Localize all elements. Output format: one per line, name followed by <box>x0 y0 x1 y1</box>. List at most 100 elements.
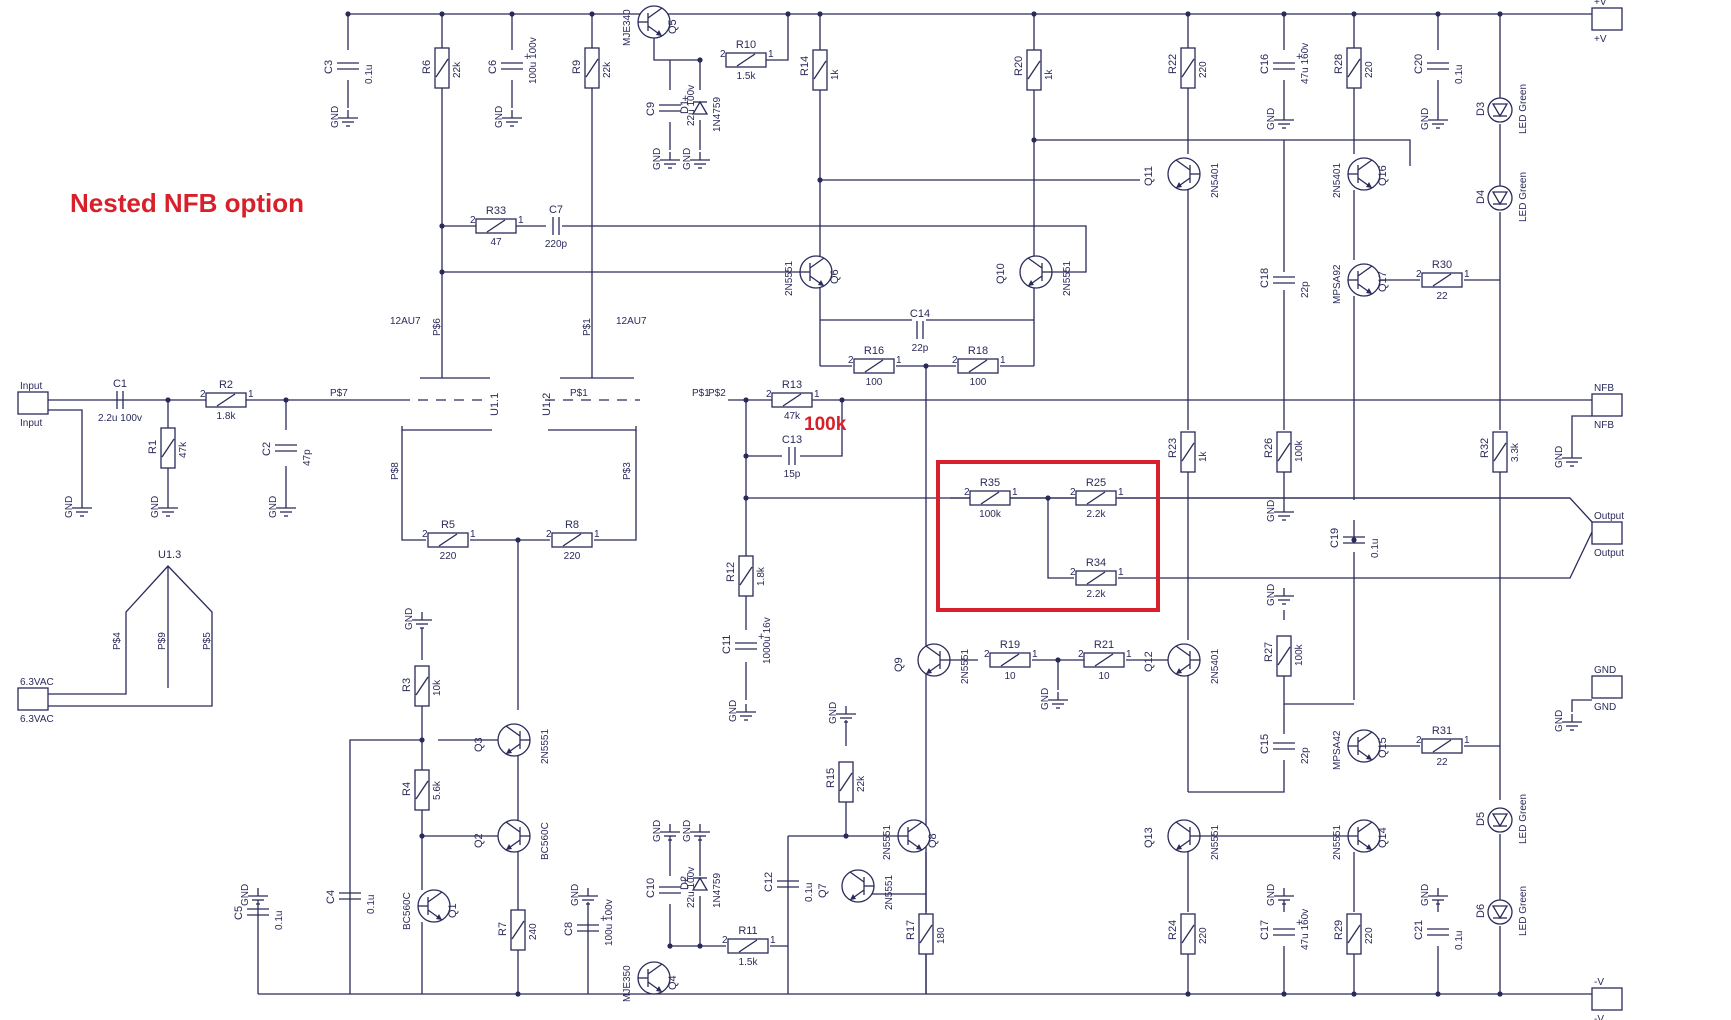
pin-number: 1 <box>594 529 600 540</box>
junction-dot <box>1351 11 1357 17</box>
transistor-part: MJE350 <box>622 965 633 1002</box>
tube-label: U1.1 <box>489 393 501 416</box>
capacitor-ref: C20 <box>1413 54 1425 74</box>
capacitor-c3 <box>337 62 359 70</box>
ground-symbol <box>578 888 598 905</box>
diode-ref: D6 <box>1475 904 1487 918</box>
transistor-q14 <box>1347 819 1381 853</box>
junction-dot <box>667 943 673 949</box>
pin-number: 2 <box>720 49 726 60</box>
diode-part: LED Green <box>1518 794 1529 844</box>
pin-number: 2 <box>952 355 958 366</box>
resistor-mark <box>486 219 506 233</box>
capacitor-ref: C7 <box>549 204 563 216</box>
resistor-r16 <box>853 358 895 374</box>
transistor-ref: Q7 <box>817 883 829 898</box>
resistor-mark <box>782 393 802 407</box>
resistor-r8 <box>551 532 593 548</box>
gnd-label: GND <box>1266 584 1277 606</box>
resistor-r27 <box>1276 635 1292 677</box>
connector-body <box>1591 393 1623 417</box>
resistor-ref: R2 <box>219 379 233 391</box>
gnd-label: GND <box>240 884 251 906</box>
ground-symbol <box>690 152 710 169</box>
resistor-mark <box>216 393 236 407</box>
capacitor-value: 22u 100v <box>686 85 697 126</box>
resistor-r11 <box>727 938 769 954</box>
resistor-ref: R32 <box>1479 438 1491 458</box>
connector-label: 6.3VAC <box>20 677 54 688</box>
resistor-value: 100k <box>1294 643 1305 666</box>
transistor-ref: Q8 <box>927 833 939 848</box>
pin-number: 1 <box>1464 269 1470 280</box>
ground-symbol <box>502 110 522 127</box>
junction-dot <box>697 57 703 63</box>
junction-dot <box>1031 11 1037 17</box>
connector-output <box>1591 521 1623 545</box>
junction-dot <box>1281 991 1287 997</box>
pin-number: 2 <box>1416 735 1422 746</box>
capacitor-ref: C21 <box>1413 920 1425 940</box>
gnd-label: GND <box>1554 446 1565 468</box>
junction-dot <box>1045 495 1051 501</box>
gnd-label: GND <box>728 700 739 722</box>
connector-label: NFB <box>1594 383 1614 394</box>
zener-d1 <box>691 100 709 115</box>
wire <box>1118 531 1593 579</box>
resistor-value: 1k <box>830 68 841 80</box>
junction-dot <box>1185 11 1191 17</box>
wire <box>1047 498 1074 579</box>
diode-ref: D3 <box>1475 102 1487 116</box>
ground-symbol <box>1274 112 1294 129</box>
junction-dot <box>817 11 823 17</box>
capacitor-c9 <box>659 104 681 112</box>
capacitor-value: 0.1u <box>1454 931 1465 950</box>
resistor-value: 3.3k <box>1510 442 1521 462</box>
resistor-r20 <box>1026 49 1042 91</box>
emitter-arrow <box>506 844 512 850</box>
resistor-ref: R16 <box>864 345 884 357</box>
connector-body <box>1591 675 1623 699</box>
transistor-q15 <box>1347 729 1381 763</box>
capacitor-ref: C13 <box>782 434 802 446</box>
resistor-mark <box>415 780 429 800</box>
polarity-mark: + <box>682 93 688 105</box>
capacitor-value: 47u 160v <box>1300 909 1311 950</box>
resistor-ref: R30 <box>1432 259 1452 271</box>
emitter-arrow <box>1176 844 1182 850</box>
capacitor-c2 <box>275 444 297 452</box>
led-triangle <box>1491 103 1509 118</box>
led-triangle <box>1491 905 1509 920</box>
capacitor-value: 22p <box>1300 281 1311 298</box>
junction-dot <box>743 453 749 459</box>
emitter-arrow <box>1028 280 1034 286</box>
capacitor-c8 <box>577 924 599 932</box>
capacitor-c1 <box>116 391 124 409</box>
junction-dot <box>743 495 749 501</box>
resistor-mark <box>1181 924 1195 944</box>
tube-cathode-u1-1 <box>401 426 492 431</box>
pin-number: 1 <box>770 935 776 946</box>
collector-lead <box>849 871 865 883</box>
emitter-arrow <box>916 844 922 850</box>
resistor-value: 1k <box>1044 68 1055 80</box>
resistor-mark <box>980 491 1000 505</box>
capacitor-c21 <box>1427 928 1449 936</box>
pin-number: 2 <box>1070 487 1076 498</box>
transistor-q6 <box>799 255 833 289</box>
collector-lead <box>1175 159 1191 171</box>
resistor-ref: R31 <box>1432 725 1452 737</box>
resistor-ref: R24 <box>1167 920 1179 940</box>
resistor-value: 1.8k <box>756 566 767 586</box>
junction-dot <box>345 11 351 17</box>
capacitor-value: 47p <box>302 449 313 466</box>
capacitor-c6 <box>501 62 523 70</box>
transistor-q12 <box>1167 643 1201 677</box>
junction-dot <box>1185 991 1191 997</box>
ground-symbol <box>690 824 710 841</box>
page-title: Nested NFB option <box>70 188 304 218</box>
resistor-r10 <box>725 52 767 68</box>
resistor-mark <box>1181 58 1195 78</box>
wire <box>1033 90 1411 166</box>
resistor-mark <box>1347 924 1361 944</box>
